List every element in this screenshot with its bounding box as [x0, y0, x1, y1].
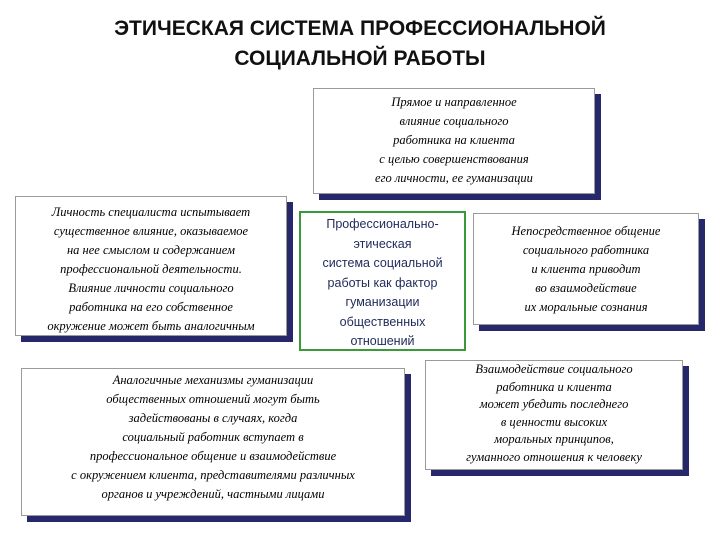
bottom-right-box-line: работника и клиента — [496, 379, 612, 394]
center-box: Профессионально- этическая система социа… — [299, 211, 466, 351]
bottom-right-box-line: Взаимодействие социального — [475, 362, 633, 376]
center-box-line: гуманизации — [345, 295, 420, 309]
bottom-right-box: Взаимодействие социального работника и к… — [425, 360, 683, 470]
bottom-left-box-line: социальный работник вступает в — [122, 430, 304, 444]
top-box-line: работника на клиента — [393, 133, 515, 147]
bottom-left-box-line: общественных отношений могут быть — [106, 392, 320, 406]
top-box-line: влияние социального — [399, 114, 509, 128]
bottom-left-box-line: с окружением клиента, представителями ра… — [71, 468, 355, 482]
left-box-line: существенное влияние, оказываемое — [53, 224, 249, 238]
left-box-line: окружение может быть аналогичным — [47, 319, 255, 333]
top-box-line: его личности, ее гуманизации — [375, 171, 533, 185]
left-box-line: на нее смыслом и содержанием — [66, 243, 236, 257]
right-box-line: и клиента приводит — [531, 262, 641, 276]
bottom-right-box-line: моральных принципов, — [494, 432, 614, 446]
left-box-line: профессиональной деятельности. — [60, 262, 242, 276]
center-box-line: система социальной — [322, 256, 443, 270]
left-box-line: работника на его собственное — [69, 300, 233, 314]
diagram-title: ЭТИЧЕСКАЯ СИСТЕМА ПРОФЕССИОНАЛЬНОЙ СОЦИА… — [40, 14, 680, 74]
right-box-line: Непосредственное общение — [511, 224, 661, 238]
bottom-left-box-line: органов и учреждений, частными лицами — [101, 487, 325, 501]
top-box-line: Прямое и направленное — [391, 95, 517, 109]
bottom-right-box-line: в ценности высоких — [500, 414, 608, 429]
right-box-line: во взаимодействие — [535, 281, 637, 295]
bottom-left-box: Аналогичные механизмы гуманизации общест… — [21, 368, 405, 516]
title-line-1: ЭТИЧЕСКАЯ СИСТЕМА ПРОФЕССИОНАЛЬНОЙ — [114, 17, 606, 40]
bottom-left-box-line: профессиональное общение и взаимодействи… — [89, 449, 337, 463]
left-box-line: Влияние личности социального — [68, 281, 234, 295]
top-box-line: с целью совершенствования — [379, 152, 529, 166]
right-box-line: социального работника — [522, 243, 650, 257]
center-box-line: этическая — [353, 236, 412, 251]
right-box-line: их моральные сознания — [524, 300, 648, 314]
bottom-right-box-line: может убедить последнего — [479, 397, 629, 411]
bottom-right-box-line: гуманного отношения к человеку — [466, 449, 642, 464]
center-box-line: работы как фактор — [327, 275, 438, 290]
center-box-line: общественных — [339, 314, 426, 329]
title-line-2: СОЦИАЛЬНОЙ РАБОТЫ — [234, 47, 486, 70]
center-box-line: отношений — [350, 334, 415, 348]
left-box-line: Личность специалиста испытывает — [51, 205, 251, 219]
center-box-line: Профессионально- — [326, 217, 439, 231]
left-box: Личность специалиста испытывает существе… — [15, 196, 287, 336]
right-box: Непосредственное общение социального раб… — [473, 213, 699, 325]
bottom-left-box-line: Аналогичные механизмы гуманизации — [112, 373, 314, 387]
top-box: Прямое и направленное влияние социальног… — [313, 88, 595, 194]
bottom-left-box-line: задействованы в случаях, когда — [128, 411, 298, 425]
